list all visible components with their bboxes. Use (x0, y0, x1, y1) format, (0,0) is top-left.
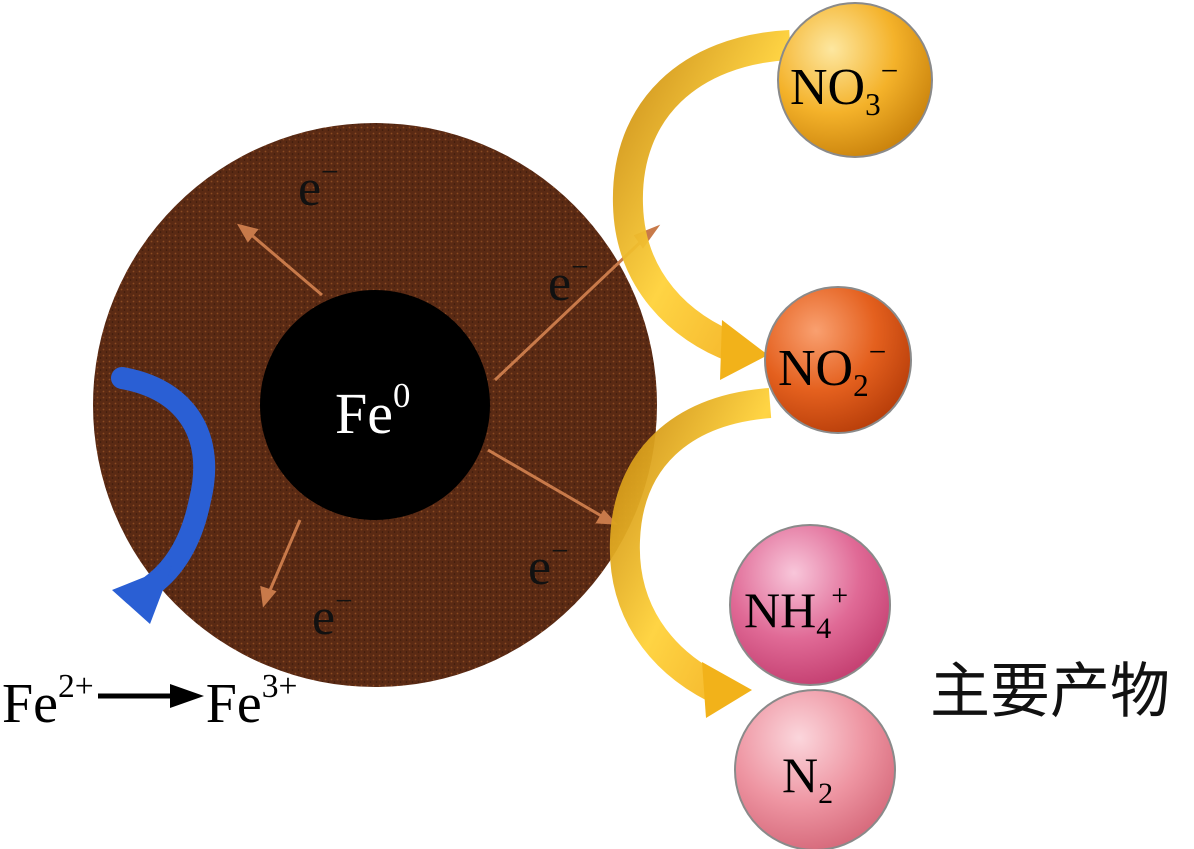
core-label: Fe0 (335, 378, 410, 443)
main-products-label: 主要产物 (930, 657, 1170, 727)
electron-base: e (548, 255, 572, 312)
nitrite-subscript: 2 (853, 367, 869, 403)
electron-label-upper-right: e− (548, 251, 589, 312)
core-label-base: Fe (335, 381, 393, 446)
electron-base: e (312, 589, 336, 646)
nitrite-sphere (764, 286, 912, 434)
nitrate-label: NO3− (790, 55, 898, 120)
reaction-arrow-icon (94, 684, 206, 708)
product-base: Fe (205, 673, 262, 735)
nitrogen-subscript: 2 (818, 776, 834, 810)
iron-oxidation-reaction: Fe2+Fe3+ (2, 670, 297, 735)
nitrate-base: NO (790, 59, 866, 116)
electron-base: e (528, 539, 552, 596)
ammonium-sphere (729, 524, 891, 686)
oxidation-cycle-arrow (111, 367, 216, 624)
product-charge: 3+ (261, 667, 298, 705)
nitrate-sphere (777, 2, 933, 158)
nitrite-base: NO (778, 340, 854, 397)
electron-label-lower-right: e− (528, 535, 569, 596)
nitrogen-base: N (782, 747, 819, 803)
ammonium-base: NH (744, 582, 817, 638)
electron-charge: − (551, 532, 569, 568)
nitrogen-label: N2 (782, 747, 833, 808)
electron-label-bottom: e− (312, 585, 353, 646)
nitrite-label: NO2− (778, 336, 886, 401)
nitrite-to-products-arrow (609, 388, 772, 718)
nitrate-charge: − (880, 52, 899, 88)
electron-label-top: e− (298, 156, 339, 217)
zero-valent-iron-core (260, 290, 490, 520)
nitrate-subscript: 3 (865, 86, 881, 122)
nitrite-charge: − (868, 333, 887, 369)
reactant-charge: 2+ (58, 667, 94, 705)
electron-charge: − (321, 153, 339, 189)
electron-charge: − (571, 248, 589, 284)
electron-base: e (298, 160, 322, 217)
ammonium-charge: + (831, 578, 849, 612)
reactant-base: Fe (2, 673, 58, 735)
core-label-sup: 0 (393, 375, 411, 415)
ammonium-subscript: 4 (816, 611, 832, 645)
electron-charge: − (335, 582, 353, 618)
electron-rays (236, 223, 661, 608)
ammonium-label: NH4+ (744, 580, 848, 643)
nitrogen-sphere (734, 689, 896, 849)
nitrate-to-nitrite-arrow (612, 30, 791, 380)
